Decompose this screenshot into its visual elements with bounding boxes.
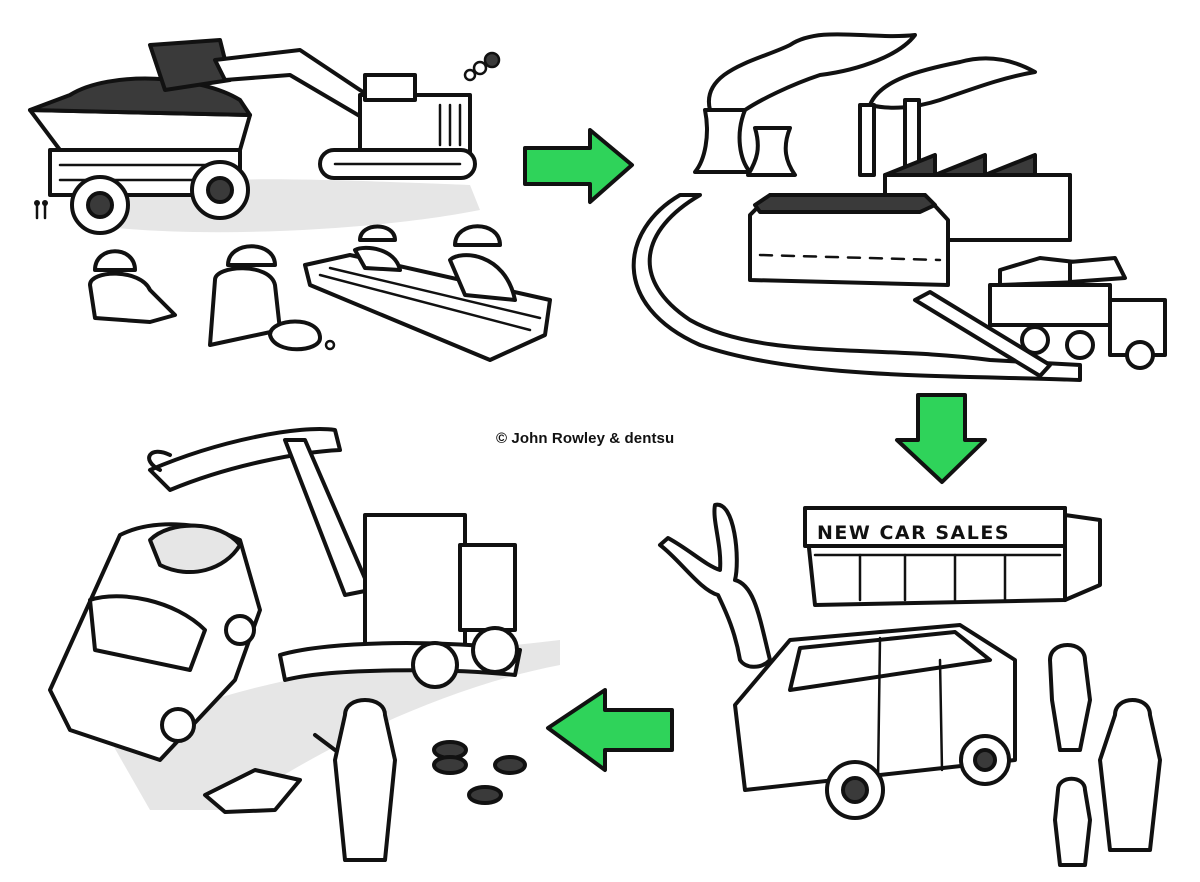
arrow-right-icon <box>523 128 634 204</box>
car-dealership-icon: NEW CAR SALES <box>803 506 1102 607</box>
customer-icon <box>1098 698 1162 852</box>
smoke-cloud-icon <box>868 56 1037 110</box>
car-door-icon <box>203 768 302 814</box>
crane-boom-icon <box>913 290 1052 378</box>
scrapping-scene <box>48 427 560 862</box>
dump-truck-icon <box>28 76 252 235</box>
child-icon <box>1053 776 1092 867</box>
scrap-crane-icon <box>147 427 522 689</box>
crushed-car-icon <box>48 522 262 762</box>
smokestack-icon <box>903 98 921 172</box>
new-car-icon <box>733 623 1017 820</box>
smokestack-icon <box>858 103 876 177</box>
copyright-credit: © John Rowley & dentsu <box>496 430 675 447</box>
mining-scene <box>28 38 552 362</box>
conveyor-belt-icon <box>303 224 552 362</box>
river <box>631 193 1082 382</box>
arrow-down-icon <box>895 393 987 484</box>
tyre-pile-icon <box>432 740 527 805</box>
arrow-left-shape <box>546 688 674 772</box>
crouching-worker-icon <box>88 249 177 324</box>
scrap-worker-icon <box>333 698 397 862</box>
sales-scene: NEW CAR SALES <box>658 502 1162 867</box>
excavator-icon <box>148 38 501 180</box>
arrow-down-shape <box>895 393 987 484</box>
car-carrier-truck-icon <box>988 256 1167 370</box>
inflatable-tube-man-icon <box>658 502 772 669</box>
warehouse-icon <box>748 193 950 287</box>
kneeling-worker-icon <box>208 244 336 352</box>
smoke-cloud-icon <box>706 32 917 112</box>
tiny-people-icon <box>34 200 48 220</box>
cooling-tower-icon <box>693 108 752 174</box>
cooling-tower-icon <box>746 126 797 177</box>
salesperson-icon <box>1048 643 1092 752</box>
store-sign-text: NEW CAR SALES <box>817 522 1010 544</box>
manufacturing-scene <box>631 32 1167 382</box>
arrow-right-shape <box>523 128 634 204</box>
arrow-left-icon <box>546 688 674 772</box>
